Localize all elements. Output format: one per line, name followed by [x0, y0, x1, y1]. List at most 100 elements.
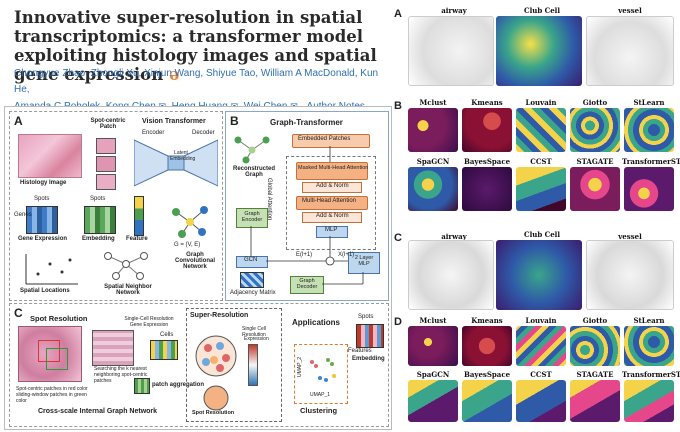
- expression-colorbar: [248, 344, 258, 386]
- kmeans-map-b: [462, 108, 512, 152]
- genes-label: Genes: [14, 212, 32, 218]
- method-label-d-8: STAGATE: [576, 370, 614, 379]
- method-label-d-9: TransformerST: [622, 370, 680, 379]
- method-label-d-2: Louvain: [525, 316, 557, 325]
- spagcn-map-b: [408, 167, 458, 211]
- method-figure: A Spot-centric Patch Vision Transformer …: [4, 106, 392, 430]
- single-cell-circle-diagram: [195, 335, 237, 377]
- embedded-patches-block: [292, 134, 370, 148]
- method-label-d-3: Giotto: [582, 316, 608, 325]
- airway-map-c: [408, 240, 494, 310]
- panel-c-label: C: [14, 306, 23, 320]
- graph-encoder-label: Graph Encoder: [241, 211, 263, 223]
- method-label-b-5: SpaGCN: [416, 157, 450, 166]
- patch-colors-caption: Spot-centric patches in red color slidin…: [16, 386, 88, 404]
- mha-label: Multi-Head Attention: [302, 198, 357, 204]
- two-layer-mlp-block: [348, 252, 380, 274]
- panel-b-label: B: [230, 114, 239, 128]
- kmeans-map-d: [462, 326, 512, 366]
- method-label-d-5: SpaGCN: [416, 370, 450, 379]
- single-cell-resolution-label: Single Cell Resolution: [242, 326, 266, 338]
- mclust-map-b: [408, 108, 458, 152]
- method-label-d-4: StLearn: [633, 316, 665, 325]
- masked-mha-label: Masked Multi-Head Attention: [298, 165, 369, 171]
- features-label-c: Features: [348, 348, 372, 354]
- sc-expression-matrix: [150, 340, 178, 360]
- patch-thumb: [96, 138, 116, 154]
- spot-resolution-circle: [203, 385, 229, 411]
- x-l1-label: X(l+1): [338, 252, 355, 258]
- bayesspace-map-d: [462, 380, 512, 422]
- clustering-box: [294, 344, 348, 404]
- reconstructed-graph-diagram: [234, 136, 270, 164]
- method-label-b-3: Giotto: [582, 98, 608, 107]
- masked-mha-block: [296, 162, 368, 180]
- panel-b-arrows: [250, 146, 364, 285]
- method-label-b-1: Kmeans: [471, 98, 503, 107]
- add-norm-block-2: [302, 212, 362, 223]
- encoder-label: Encoder: [142, 130, 165, 136]
- umap1-label: UMAP_1: [310, 392, 331, 398]
- authors-line-1[interactable]: Chongyue Zhao, Zhongli Xu, Xinjun Wang, …: [14, 68, 379, 95]
- method-label-b-9: TransformerST: [622, 157, 680, 166]
- giotto-map-d: [570, 326, 620, 366]
- article-title: Innovative super-resolution in spatial t…: [14, 8, 384, 84]
- results-panel-d-label: D: [394, 316, 402, 328]
- spots-label: Spots: [34, 196, 50, 202]
- add-norm-label-2: Add & Norm: [316, 213, 349, 219]
- gcn-block: [236, 256, 268, 268]
- louvain-map-d: [516, 326, 566, 366]
- embedding-matrix-c: [356, 324, 384, 348]
- open-access-icon[interactable]: ə: [168, 65, 180, 84]
- patch-thumb: [96, 174, 116, 190]
- results-panel-c-label: C: [394, 232, 402, 244]
- map-title-club-cell: Club Cell: [524, 6, 560, 15]
- patch-thumb: [96, 156, 116, 172]
- adjacency-matrix: [240, 272, 264, 288]
- reconstructed-graph-label: Reconstructed Graph: [232, 166, 275, 178]
- gene-expression-label: Gene Expression: [18, 236, 68, 242]
- expression-label: Expression: [244, 336, 269, 342]
- method-label-b-2: Louvain: [525, 98, 557, 107]
- method-label-d-7: CCST: [530, 370, 552, 379]
- umap-scatter: [310, 358, 336, 382]
- e-l1-label: E(l+1): [296, 252, 313, 258]
- aggregated-patch: [134, 378, 150, 394]
- add-norm-block: [302, 182, 362, 193]
- embedding-label: Embedding: [82, 236, 115, 242]
- vit-hourglass-diagram: [134, 139, 218, 187]
- ccst-map-b: [516, 167, 566, 211]
- spot-resolution-image: [18, 326, 82, 382]
- gene-expression-matrix: [26, 206, 58, 234]
- embedding-label-c: Embedding: [352, 356, 385, 362]
- patch-grid: [92, 330, 134, 366]
- spot-centric-patch-label: Spot-centric Patch: [90, 118, 126, 130]
- airway-map: [408, 16, 494, 86]
- global-attention-frame: [286, 156, 376, 250]
- graph-equation: G = (V, E): [174, 242, 201, 248]
- map-title-vessel: vessel: [618, 6, 642, 15]
- vessel-map: [586, 16, 674, 86]
- panel-b: B Graph-Transformer Embedded Patches Glo…: [225, 111, 389, 301]
- method-label-d-0: Mclust: [419, 316, 447, 325]
- bayesspace-map-b: [462, 167, 512, 211]
- super-resolution-title: Super-Resolution: [190, 312, 249, 319]
- patch-aggregation-label: patch aggregation: [152, 382, 205, 388]
- sliding-window-patch-box: [46, 348, 68, 370]
- stagate-map-d: [570, 380, 620, 422]
- gcn-graph-diagram: [172, 206, 208, 238]
- panel-a-label: A: [14, 114, 23, 128]
- results-figure: A airway Club Cell vessel B Mclust Kmean…: [394, 6, 680, 424]
- method-label-b-7: CCST: [530, 157, 552, 166]
- map-title-club-cell-c: Club Cell: [524, 230, 560, 239]
- map-title-airway: airway: [441, 6, 467, 15]
- two-layer-mlp-label: 2 Layer MLP: [354, 255, 374, 267]
- map-title-airway-c: airway: [441, 232, 467, 241]
- spatial-neighbor-network-diagram: [104, 252, 148, 280]
- graph-decoder-block: [290, 276, 324, 294]
- method-label-b-4: StLearn: [633, 98, 665, 107]
- graph-transformer-title: Graph-Transformer: [270, 118, 343, 127]
- spot-resolution-small-label: Spot Resolution: [192, 410, 235, 416]
- spatial-locations-plot: [25, 254, 78, 285]
- latent-embedding-label: Latent Embedding: [170, 150, 196, 162]
